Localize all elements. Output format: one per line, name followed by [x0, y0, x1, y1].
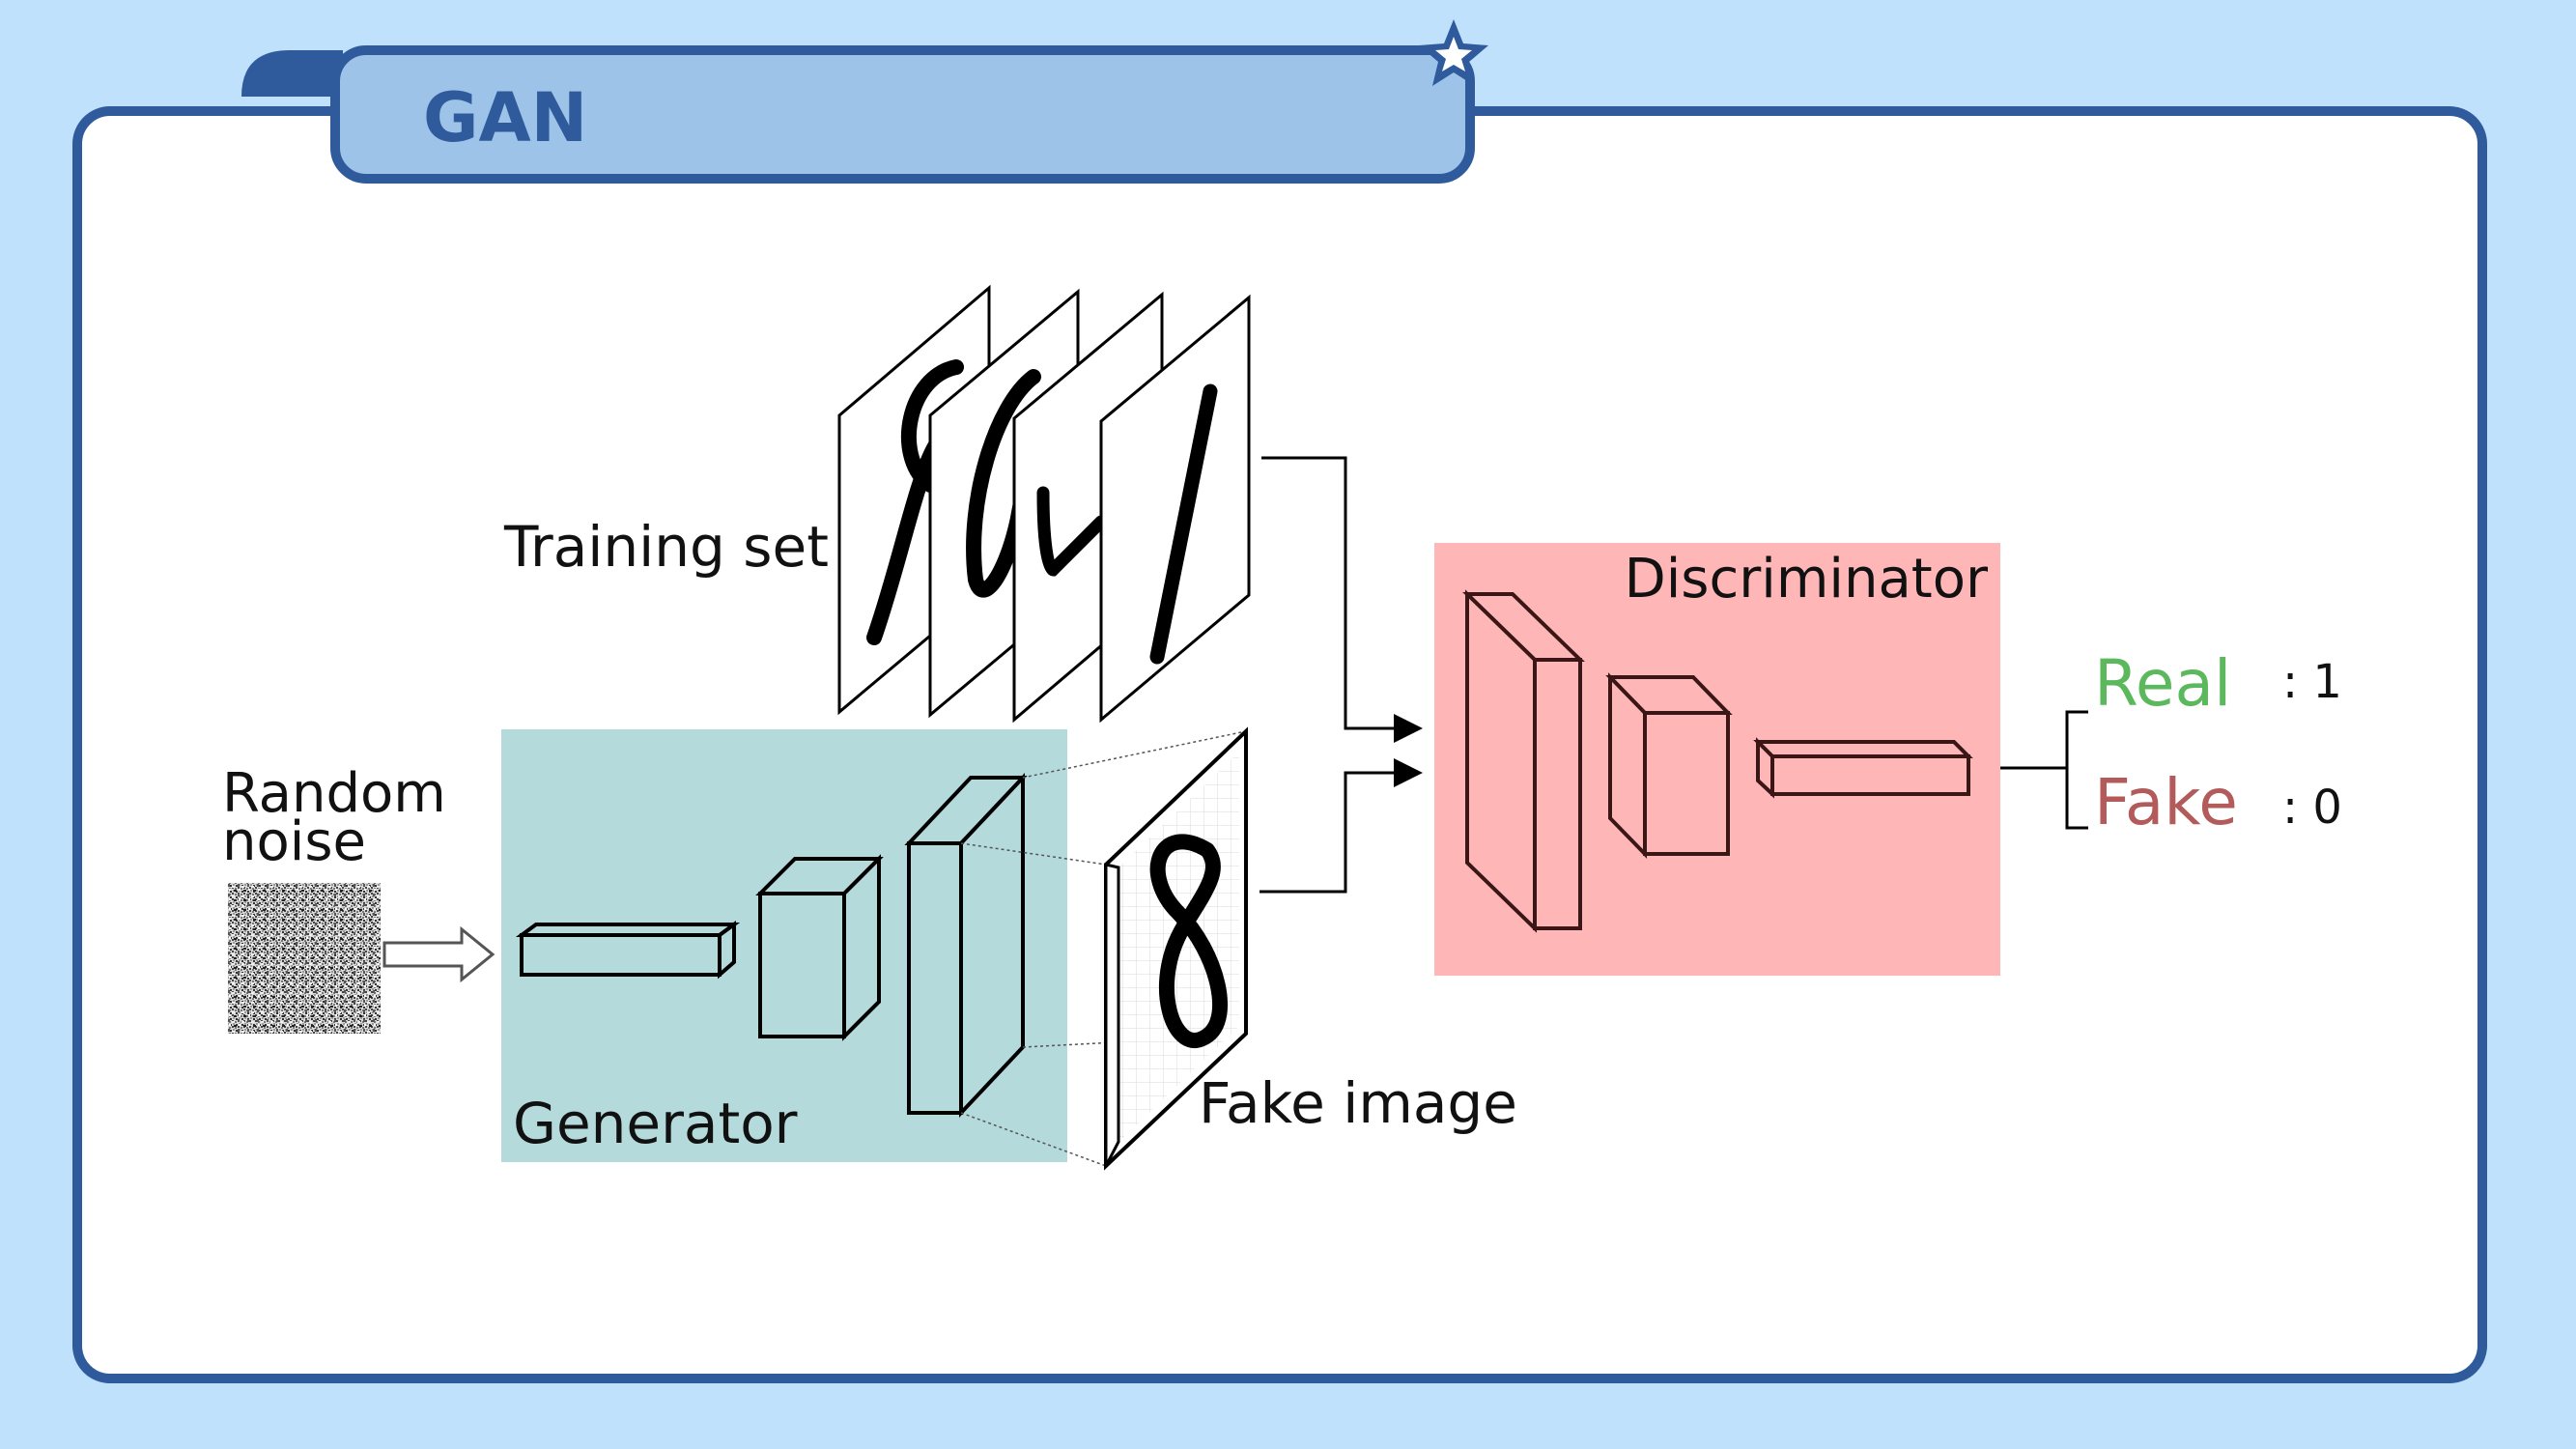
training-card-4 — [1099, 294, 1251, 724]
discriminator-layer-1 — [1462, 589, 1585, 933]
discriminator-layer-3 — [1753, 737, 1973, 799]
output-bracket — [2000, 710, 2088, 830]
discriminator-layers — [1462, 589, 1973, 933]
slide-title: GAN — [423, 78, 587, 157]
generator-layers — [515, 772, 1028, 1119]
random-noise-image — [228, 883, 381, 1034]
noise-to-generator-arrow — [382, 925, 495, 983]
fake-image-card — [1104, 726, 1248, 1171]
generator-layer-1 — [515, 921, 741, 980]
title-tab: GAN — [241, 45, 1475, 184]
discriminator-layer-2 — [1605, 672, 1733, 859]
fake-image-label: Fake image — [1199, 1070, 1517, 1136]
content-frame — [72, 106, 2487, 1383]
output-fake-value: : 0 — [2282, 781, 2342, 835]
output-fake-label: Fake — [2094, 765, 2238, 839]
training-set-label: Training set — [503, 514, 829, 580]
generator-layer-2 — [755, 854, 884, 1041]
discriminator-label: Discriminator — [1625, 548, 1989, 611]
training-set-images — [837, 284, 1251, 724]
output-real-label: Real — [2094, 646, 2231, 721]
output-real-value: : 1 — [2282, 655, 2342, 709]
generator-label: Generator — [513, 1091, 798, 1156]
star-icon — [1419, 19, 1488, 86]
fake-to-discriminator-line — [1260, 758, 1423, 894]
training-to-discriminator-line — [1261, 456, 1423, 743]
random-noise-label-line1: Random — [222, 762, 446, 825]
generator-layer-3 — [904, 772, 1028, 1119]
random-noise-label-line2: noise — [222, 810, 366, 873]
